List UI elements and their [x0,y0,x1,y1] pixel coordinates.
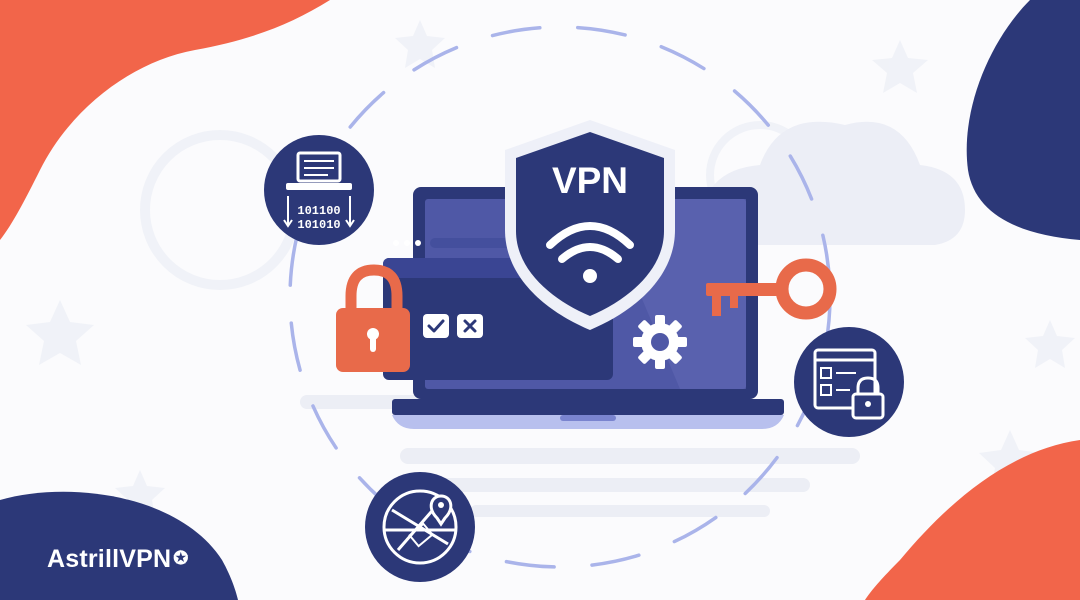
svg-text:101100: 101100 [297,204,340,218]
brand-name: AstrillVPN [47,545,172,573]
window-dots [393,240,421,246]
cloud-shape [700,121,965,245]
check-icon [423,314,449,338]
star-logo-icon: ✪ [173,548,189,568]
gear-icon [633,315,687,369]
svg-text:101010: 101010 [297,218,340,232]
data-encryption-icon: 101100 101010 [264,135,374,245]
secure-checklist-icon [794,327,904,437]
key-icon [706,258,837,320]
location-map-icon [365,472,475,582]
shield-label: VPN [552,160,628,201]
coral-blob-top-left [0,0,330,240]
brand-logo: AstrillVPN✪ [47,545,189,574]
navy-blob-bottom-left [0,491,238,600]
vpn-shield [505,120,675,330]
navy-blob-top-right [966,0,1080,240]
padlock-icon [336,264,410,372]
close-icon [457,314,483,338]
coral-blob-bottom-right [865,440,1080,600]
ground-decor [300,395,860,517]
